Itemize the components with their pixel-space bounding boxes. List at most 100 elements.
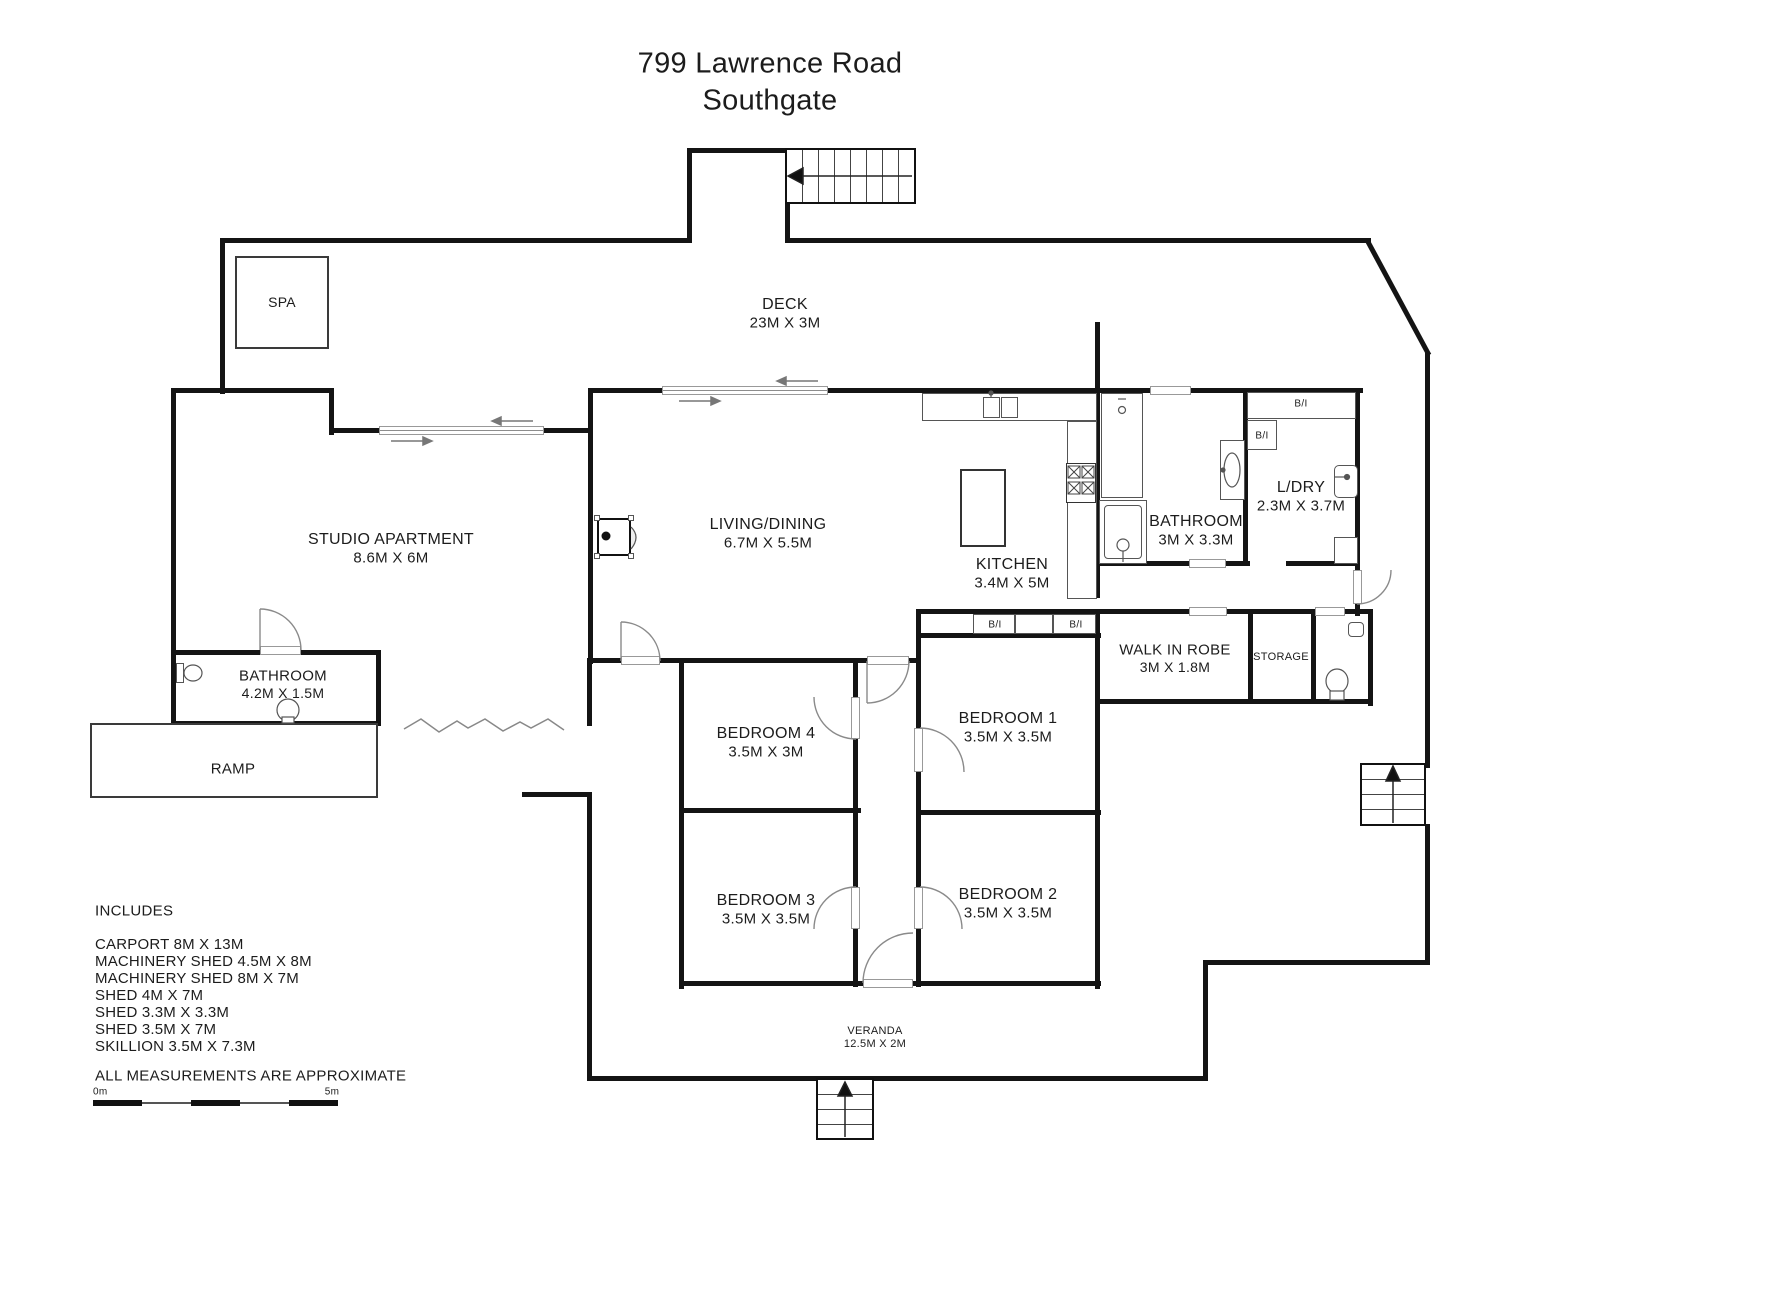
fireplace-foot: [594, 553, 600, 559]
door-sill-living: [621, 656, 660, 665]
page-title-line2: Southgate: [702, 84, 838, 117]
wall: [1243, 388, 1248, 566]
wall: [329, 428, 379, 433]
page-title-line1: 799 Lawrence Road: [637, 47, 903, 80]
wall: [687, 148, 692, 243]
wall: [1203, 960, 1430, 965]
wall: [587, 658, 621, 663]
door-sill-bedroom3: [851, 887, 860, 929]
door-sill-laundry-exterior: [1353, 570, 1362, 604]
room-dims-bedroom1: 3.5M X 3.5M: [963, 728, 1053, 746]
wall: [376, 650, 381, 726]
room-dims-bathroom-main: 3M X 3.3M: [1158, 531, 1234, 549]
door-arc-laundry-exterior: [1356, 569, 1392, 605]
wall: [171, 650, 260, 655]
door-sill-bedroom2: [914, 887, 923, 929]
linen-cupboard: [1101, 393, 1143, 498]
stairs-top: [785, 148, 916, 204]
wall: [909, 658, 921, 663]
door-sill-hall: [867, 656, 909, 665]
door-arc-bedroom2: [919, 886, 963, 930]
ramp-box: [90, 723, 378, 798]
wall: [1227, 609, 1315, 614]
room-dims-deck: 23M X 3M: [749, 314, 821, 332]
scale-bar: [93, 1100, 338, 1106]
room-label-deck: DECK: [762, 296, 808, 313]
wall: [329, 388, 334, 435]
room-label-studio: STUDIO APARTMENT: [307, 531, 475, 548]
includes-item: SKILLION 3.5M X 7.3M: [95, 1038, 256, 1055]
room-dims-living: 6.7M X 5.5M: [723, 534, 813, 552]
door-sill-wc: [1315, 607, 1345, 616]
includes-item: MACHINERY SHED 4.5M X 8M: [95, 953, 312, 970]
wall: [587, 792, 592, 1080]
wall: [220, 238, 225, 394]
wall: [785, 200, 790, 243]
includes-heading: INCLUDES: [95, 902, 174, 920]
includes-item: MACHINERY SHED 8M X 7M: [95, 970, 299, 987]
door-sill-bathroom: [1189, 559, 1226, 568]
includes-item: CARPORT 8M X 13M: [95, 936, 244, 953]
room-label-storage: STORAGE: [1253, 651, 1309, 663]
sliding-door-living: [662, 386, 828, 395]
wall: [679, 808, 861, 813]
fireplace-foot: [628, 553, 634, 559]
laundry-tub: [1334, 465, 1358, 498]
wall: [587, 658, 592, 726]
break-line: [403, 718, 565, 733]
vanity: [1220, 440, 1245, 500]
wall: [1191, 388, 1363, 393]
built-in-box: [973, 614, 1015, 634]
built-in-box: [1053, 614, 1096, 634]
stairs-right: [1360, 763, 1426, 826]
door-sill-bedroom4: [851, 697, 860, 739]
room-label-laundry: L/DRY: [1276, 479, 1326, 496]
wall: [916, 609, 1101, 614]
wall-diagonal: [1364, 238, 1432, 357]
door-arc-studio-bath: [259, 608, 302, 651]
wall: [687, 148, 789, 153]
room-dims-kitchen: 3.4M X 5M: [974, 574, 1050, 592]
wall: [916, 609, 921, 728]
wall: [1248, 609, 1253, 704]
wall: [1095, 699, 1373, 704]
room-label-bathroom-studio: BATHROOM: [239, 667, 327, 685]
room-label-ramp: RAMP: [210, 760, 256, 778]
door-sill-bedroom1: [914, 728, 923, 772]
wc-basin: [1348, 622, 1364, 637]
wall: [916, 772, 921, 887]
laundry-built-in-small: [1247, 420, 1277, 450]
door-arcs: [259, 569, 1392, 984]
fireplace: [597, 518, 631, 556]
door-sill-veranda: [863, 979, 913, 988]
toilet-tank: [176, 663, 184, 683]
room-dims-laundry: 2.3M X 3.7M: [1256, 497, 1346, 515]
wall: [171, 388, 333, 393]
wall: [522, 792, 591, 797]
wall: [1425, 352, 1430, 768]
includes-disclaimer: ALL MEASUREMENTS ARE APPROXIMATE: [95, 1067, 407, 1085]
built-in-label: B/I: [1294, 398, 1308, 410]
door-sill-robe: [1189, 607, 1227, 616]
stairs-bottom: [816, 1078, 874, 1140]
wall: [544, 428, 593, 433]
wall: [913, 981, 1101, 986]
wall: [1095, 611, 1100, 989]
room-dims-bedroom3: 3.5M X 3.5M: [721, 910, 811, 928]
scale-segment: [240, 1102, 289, 1104]
door-sill-studio-bath: [260, 646, 301, 655]
door-arc-bedroom3: [813, 886, 857, 930]
door-arc-hall: [866, 660, 910, 704]
door-arc-veranda: [862, 932, 914, 984]
scale-segment: [191, 1100, 240, 1106]
room-label-bedroom3: BEDROOM 3: [716, 892, 816, 909]
scale-segment: [93, 1100, 142, 1106]
built-in-label: B/I: [988, 619, 1002, 631]
room-dims-bedroom2: 3.5M X 3.5M: [963, 904, 1053, 922]
room-dims-veranda: 12.5M X 2M: [843, 1038, 907, 1050]
room-dims-bedroom4: 3.5M X 3M: [728, 743, 804, 761]
room-label-veranda: VERANDA: [847, 1025, 903, 1037]
room-label-robe: WALK IN ROBE: [1119, 641, 1231, 659]
room-label-spa: SPA: [268, 294, 296, 310]
